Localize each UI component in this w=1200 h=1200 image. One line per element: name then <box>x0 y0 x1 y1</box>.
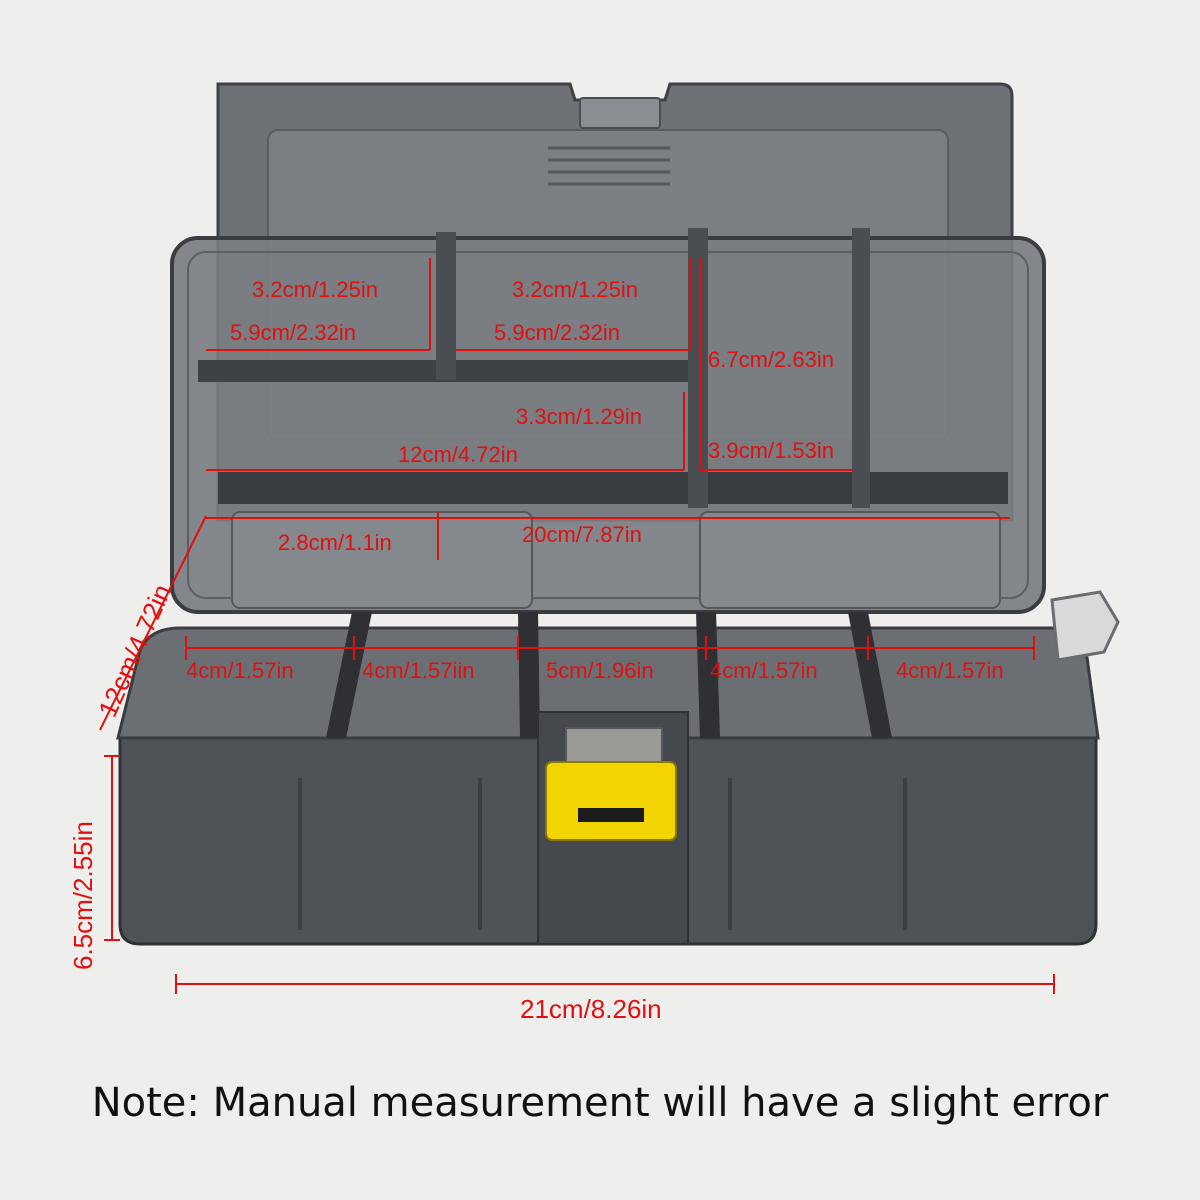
dim-tray-row2-h: 3.3cm/1.29in <box>516 404 642 429</box>
dim-compartment-2: 4cm/1.57iin <box>362 658 475 683</box>
tray-bottom-compartment-right <box>699 511 1001 609</box>
side-handle <box>1050 590 1120 662</box>
dim-tray-depth: 2.8cm/1.1in <box>278 530 392 555</box>
tray-bottom-compartment-left <box>231 511 533 609</box>
dim-tray-right-h: 6.7cm/2.63in <box>708 347 834 372</box>
dim-tray-row1-mid-w: 5.9cm/2.32in <box>494 320 620 345</box>
tray-divider-1 <box>436 232 456 380</box>
box-dividers <box>326 612 892 738</box>
dim-height: 6.5cm/2.55in <box>68 821 98 970</box>
dim-tray-width: 20cm/7.87in <box>522 522 642 547</box>
latch-hinge <box>565 727 663 765</box>
body-ridges <box>298 778 907 930</box>
tray-divider-2 <box>688 228 708 508</box>
dim-tray-row2-w: 12cm/4.72in <box>398 442 518 467</box>
dim-tray-row1-left-h: 3.2cm/1.25in <box>252 277 378 302</box>
dim-tray-row1-mid-h: 3.2cm/1.25in <box>512 277 638 302</box>
lid-clip <box>579 97 661 129</box>
dim-tray-row1-left-w: 5.9cm/2.32in <box>230 320 356 345</box>
dimension-lines <box>99 258 1055 994</box>
dim-compartment-4: 4cm/1.57in <box>710 658 818 683</box>
dim-compartment-5: 4cm/1.57in <box>896 658 1004 683</box>
measurement-note: Note: Manual measurement will have a sli… <box>91 1080 1109 1126</box>
lid-ridges <box>548 146 670 186</box>
tray-divider-3 <box>852 228 870 508</box>
dim-compartment-1: 4cm/1.57in <box>186 658 294 683</box>
dim-width: 21cm/8.26in <box>520 994 662 1024</box>
dim-tray-right-small-h: 3.9cm/1.53in <box>708 438 834 463</box>
dim-compartment-3: 5cm/1.96in <box>546 658 654 683</box>
latch-slot <box>578 808 644 822</box>
tray-shelf-2 <box>218 472 1008 504</box>
yellow-latch <box>545 761 677 841</box>
upper-tray-inner <box>187 251 1029 599</box>
